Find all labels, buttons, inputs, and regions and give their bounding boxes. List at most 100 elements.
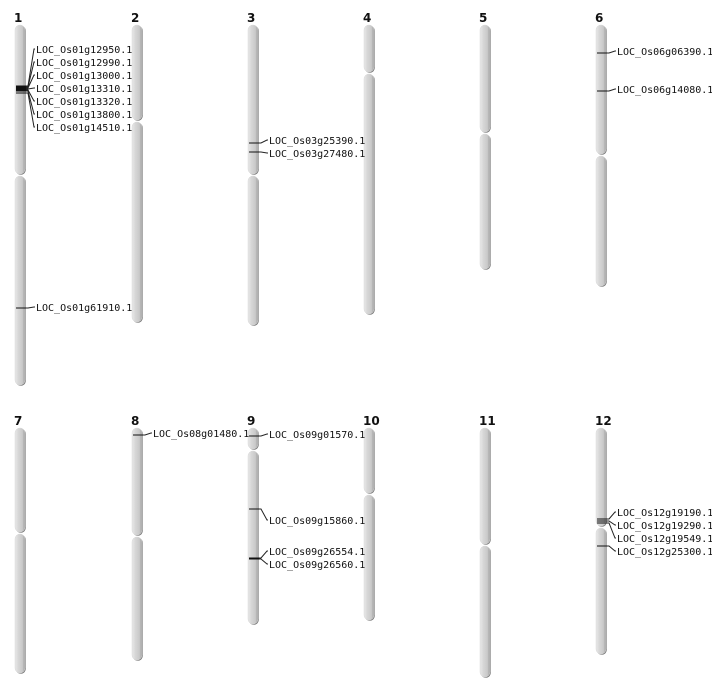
gene-label: LOC_Os01g12950.1 — [36, 45, 132, 56]
chromosome-short-arm — [247, 427, 259, 450]
chromosome-label: 7 — [14, 414, 22, 428]
gene-label: LOC_Os09g15860.1 — [269, 516, 365, 527]
chromosome-short-arm — [479, 24, 491, 133]
chromosome-short-arm — [131, 24, 143, 121]
gene-label: LOC_Os01g14510.1 — [36, 123, 132, 134]
chromosome-long-arm — [595, 155, 607, 287]
gene-label: LOC_Os12g19290.1 — [617, 521, 712, 532]
chromosome-long-arm — [479, 545, 491, 678]
gene-label: LOC_Os01g13310.1 — [36, 84, 132, 95]
gene-label: LOC_Os01g12990.1 — [36, 58, 132, 69]
chromosome-label: 12 — [595, 414, 612, 428]
chromosome-label: 2 — [131, 11, 139, 25]
chromosome-label: 1 — [14, 11, 22, 25]
gene-leader-line — [26, 48, 35, 87]
gene-leader-line — [26, 87, 35, 90]
chromosome-10: 10 — [363, 414, 380, 621]
gene-marker: LOC_Os01g13320.1 — [16, 89, 132, 108]
chromosome-short-arm — [14, 427, 26, 533]
gene-leader-line — [26, 89, 35, 102]
chromosome-long-arm — [247, 175, 259, 326]
chromosome-3: 3 — [247, 11, 259, 326]
chromosome-long-arm — [363, 494, 375, 621]
chromosome-long-arm — [14, 175, 26, 386]
gene-leader-line — [607, 522, 616, 539]
gene-label: LOC_Os01g61910.1 — [36, 303, 132, 314]
chromosome-5: 5 — [479, 11, 491, 270]
chromosome-1: 1 — [14, 11, 26, 386]
gene-leader-line — [607, 50, 616, 54]
gene-marker: LOC_Os01g14510.1 — [16, 92, 132, 134]
gene-marker: LOC_Os09g01570.1 — [249, 430, 365, 441]
gene-leader-line — [607, 511, 616, 520]
chromosome-label: 6 — [595, 11, 603, 25]
gene-leader-line — [259, 151, 268, 154]
gene-marker-layer: LOC_Os01g12950.1LOC_Os01g12990.1LOC_Os01… — [16, 45, 712, 571]
gene-label: LOC_Os12g19190.1 — [617, 508, 712, 519]
chromosome-long-arm — [247, 450, 259, 625]
gene-leader-line — [259, 433, 268, 437]
gene-marker: LOC_Os01g13310.1 — [16, 84, 132, 95]
gene-marker: LOC_Os12g19190.1 — [597, 508, 712, 520]
gene-marker: LOC_Os01g12950.1 — [16, 45, 132, 87]
chromosome-short-arm — [595, 427, 607, 527]
gene-label: LOC_Os12g25300.1 — [617, 547, 712, 558]
chromosome-short-arm — [363, 24, 375, 73]
gene-marker: LOC_Os12g19290.1 — [597, 520, 712, 532]
chromosome-label: 10 — [363, 414, 380, 428]
gene-marker: LOC_Os09g26560.1 — [249, 558, 365, 571]
chromosome-short-arm — [479, 427, 491, 545]
chromosome-12: 12 — [595, 414, 612, 655]
gene-marker: LOC_Os12g19549.1 — [597, 522, 712, 545]
chromosome-label: 3 — [247, 11, 255, 25]
gene-leader-line — [26, 90, 35, 115]
gene-marker: LOC_Os01g61910.1 — [16, 303, 132, 314]
gene-leader-line — [26, 306, 35, 309]
gene-marker: LOC_Os06g14080.1 — [597, 85, 712, 96]
chromosome-11: 11 — [479, 414, 496, 678]
gene-leader-line — [26, 61, 35, 88]
gene-label: LOC_Os09g26554.1 — [269, 547, 365, 558]
gene-leader-line — [26, 92, 35, 128]
chromosome-label: 5 — [479, 11, 487, 25]
chromosome-8: 8 — [131, 414, 143, 661]
gene-label: LOC_Os12g19549.1 — [617, 534, 712, 545]
chromosome-long-arm — [131, 536, 143, 661]
gene-marker: LOC_Os01g12990.1 — [16, 58, 132, 88]
chromosome-short-arm — [595, 24, 607, 155]
gene-label: LOC_Os09g01570.1 — [269, 430, 365, 441]
chromosome-label: 11 — [479, 414, 496, 428]
gene-leader-line — [607, 520, 616, 526]
chromosome-short-arm — [363, 427, 375, 494]
gene-label: LOC_Os01g13800.1 — [36, 110, 132, 121]
gene-leader-line — [143, 432, 152, 436]
chromosome-long-arm — [131, 121, 143, 323]
gene-marker: LOC_Os03g25390.1 — [249, 136, 365, 147]
gene-marker: LOC_Os01g13800.1 — [16, 90, 132, 121]
gene-leader-line — [607, 88, 616, 92]
gene-label: LOC_Os03g25390.1 — [269, 136, 365, 147]
chromosome-long-arm — [479, 133, 491, 270]
chromosome-short-arm — [131, 427, 143, 536]
gene-label: LOC_Os03g27480.1 — [269, 149, 365, 160]
gene-leader-line — [26, 74, 35, 89]
gene-label: LOC_Os08g01480.1 — [153, 429, 249, 440]
chromosome-label: 8 — [131, 414, 139, 428]
gene-label: LOC_Os09g26560.1 — [269, 560, 365, 571]
gene-marker: LOC_Os08g01480.1 — [133, 429, 249, 440]
gene-leader-line — [259, 508, 268, 521]
chromosome-6: 6 — [595, 11, 607, 287]
chromosome-long-arm — [14, 533, 26, 674]
chromosome-short-arm — [247, 24, 259, 175]
chromosome-7: 7 — [14, 414, 26, 674]
gene-leader-line — [259, 139, 268, 144]
chromosome-9: 9 — [247, 414, 259, 625]
gene-marker: LOC_Os09g26554.1 — [249, 547, 365, 559]
chromosome-label: 4 — [363, 11, 371, 25]
chromosome-2: 2 — [131, 11, 143, 323]
chromosome-4: 4 — [363, 11, 375, 315]
gene-marker: LOC_Os01g13000.1 — [16, 71, 132, 89]
gene-label: LOC_Os01g13320.1 — [36, 97, 132, 108]
